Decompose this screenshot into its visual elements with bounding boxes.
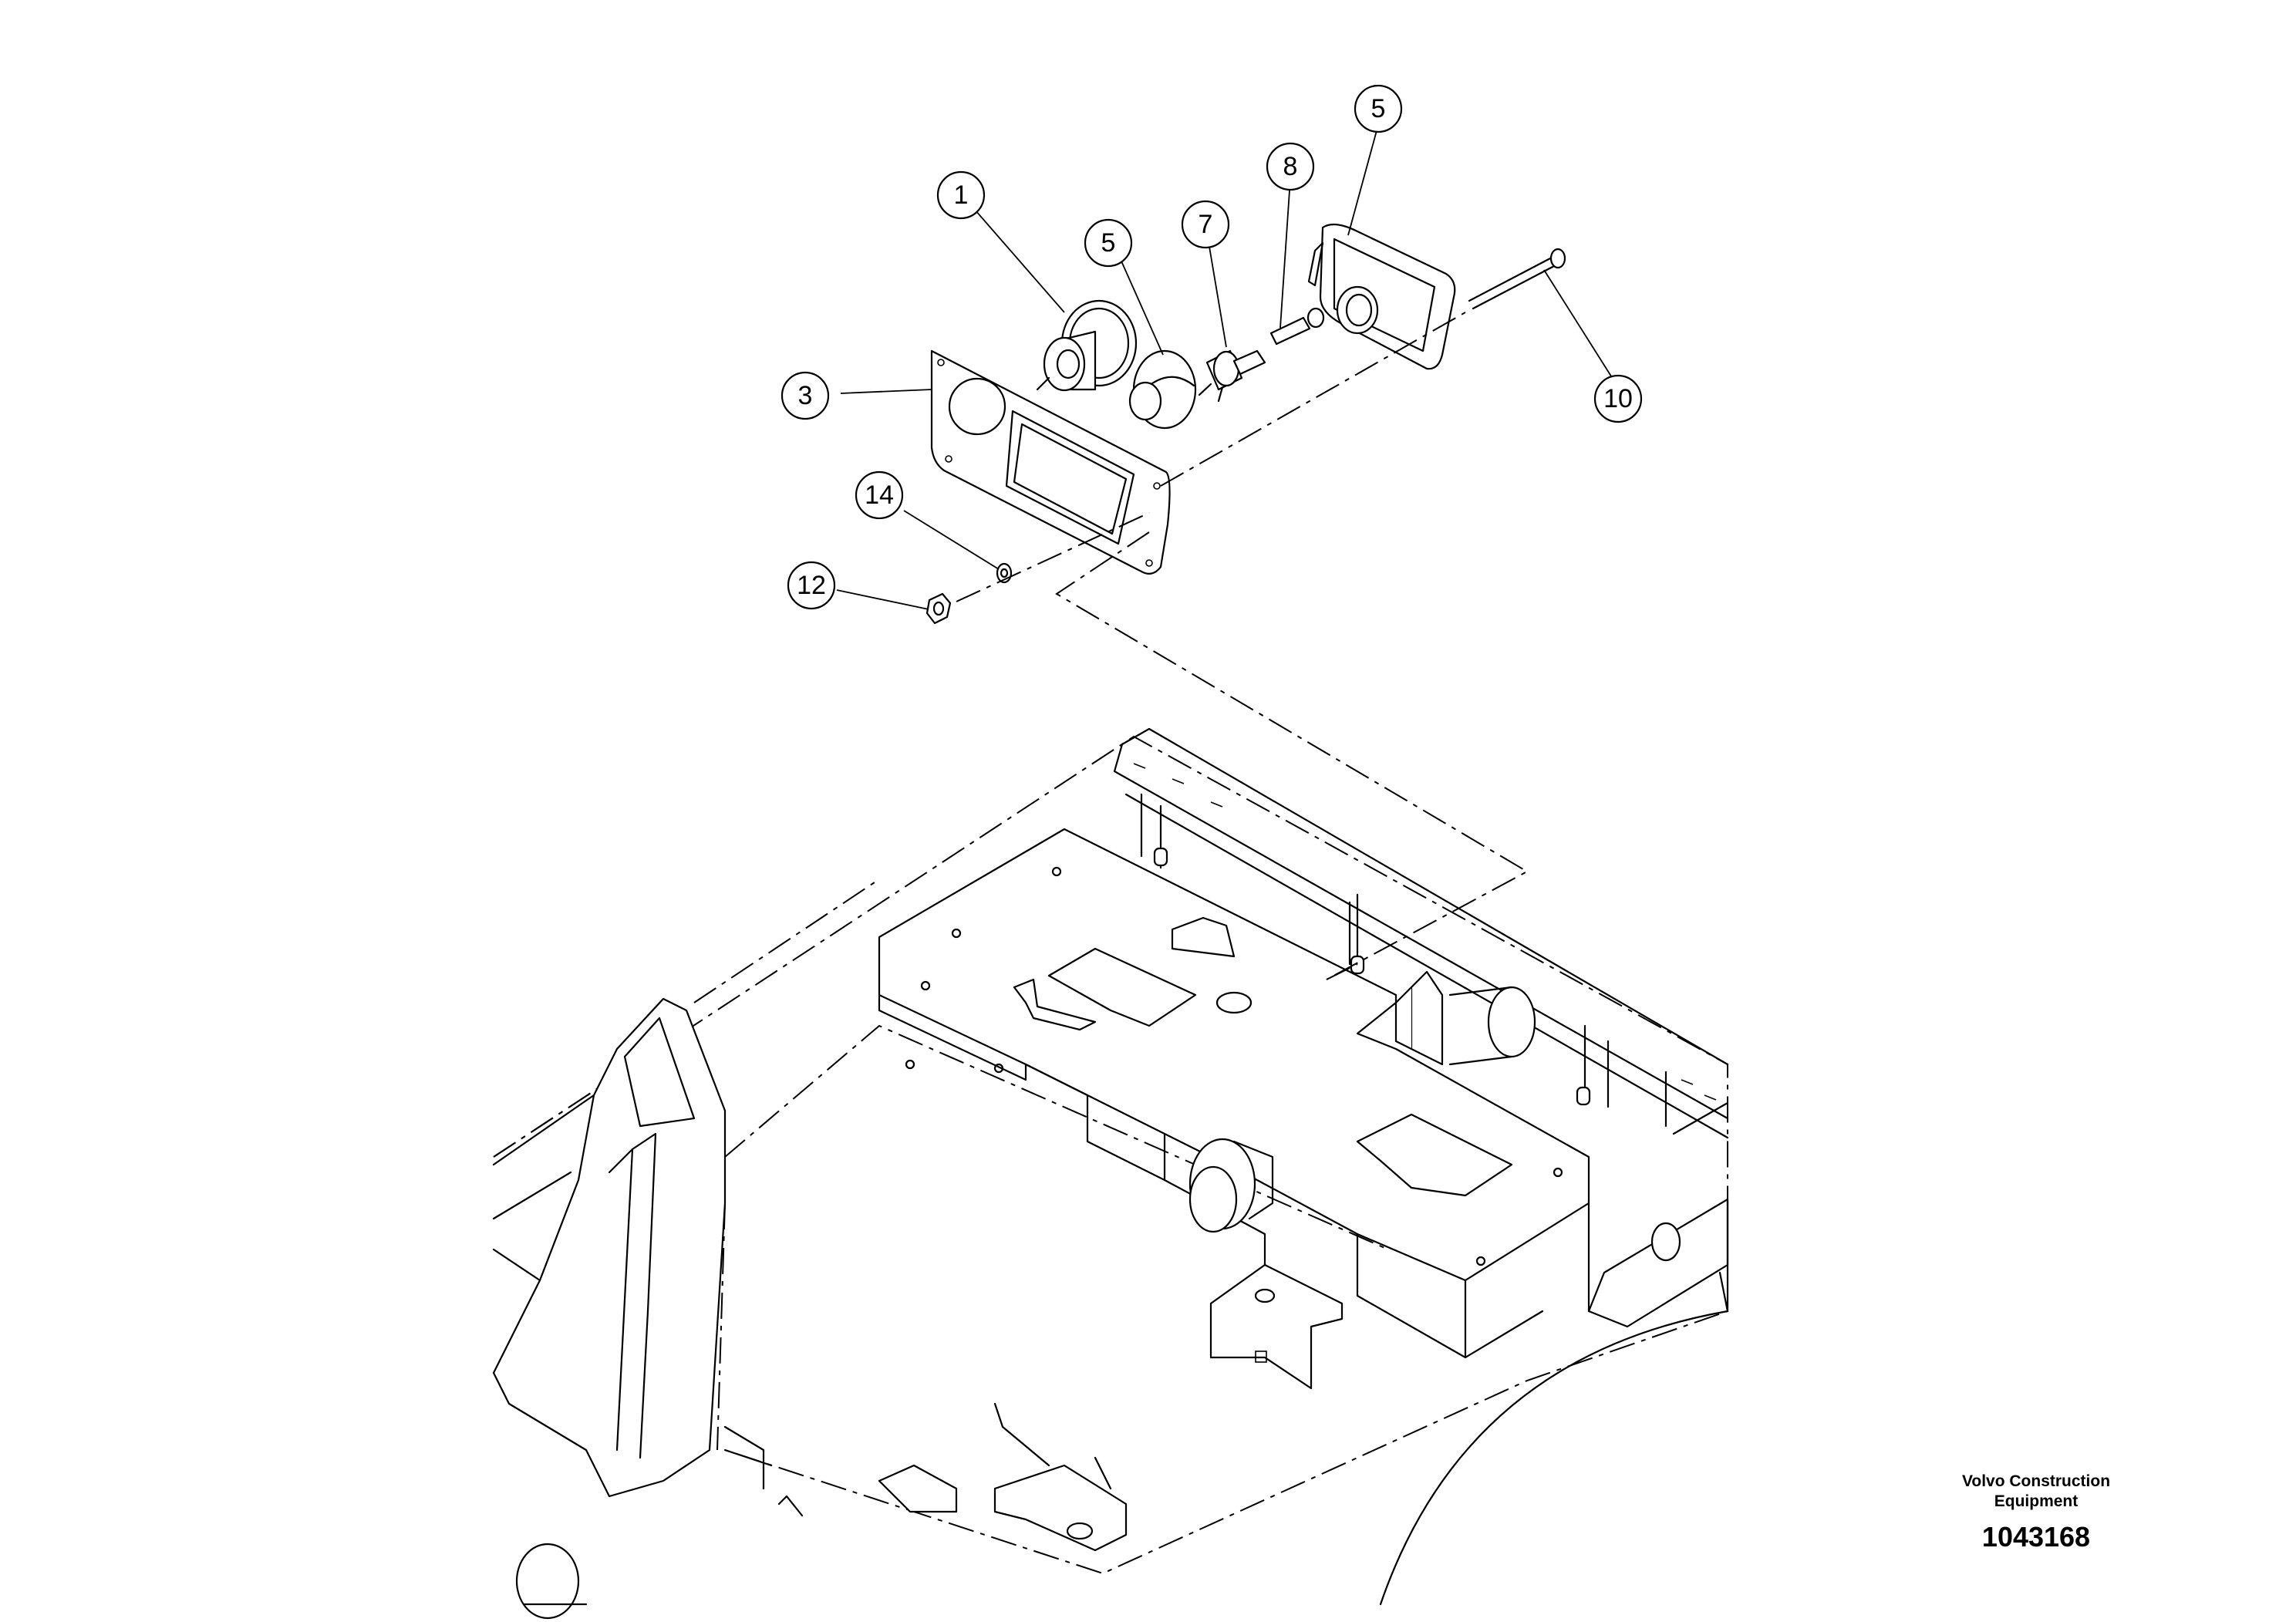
- callout-1: 1: [936, 170, 986, 220]
- callout-8: 8: [1266, 142, 1315, 191]
- leader-lines: [836, 124, 1619, 610]
- callout-label-7: 7: [1199, 210, 1213, 239]
- lamp-bezel: [1319, 223, 1456, 370]
- connector-pin: [1269, 316, 1311, 346]
- callout-label-14: 14: [865, 481, 894, 510]
- drawing-footer: Volvo Construction Equipment 1043168: [1913, 1472, 2159, 1553]
- callout-label-12: 12: [797, 571, 826, 600]
- callout-14: 14: [855, 470, 904, 520]
- bulb: [1198, 349, 1266, 403]
- nut: [925, 592, 952, 625]
- callout-7: 7: [1181, 200, 1230, 249]
- callout-12: 12: [787, 561, 836, 610]
- machine-frame: [492, 727, 1729, 1620]
- callout-10: 10: [1593, 374, 1643, 423]
- callout-label-3: 3: [798, 381, 813, 410]
- brand-line-2: Equipment: [1994, 1492, 2079, 1510]
- bolt: [1468, 257, 1556, 310]
- drawing-number: 1043168: [1981, 1521, 2091, 1553]
- callout-3: 3: [781, 371, 830, 420]
- callout-label-5-grommet: 5: [1101, 228, 1116, 258]
- callout-label-8: 8: [1283, 152, 1298, 181]
- callout-label-1: 1: [954, 180, 969, 210]
- mounting-gasket-plate: [930, 349, 1171, 575]
- callout-label-10: 10: [1603, 384, 1633, 413]
- callout-5-bezel: 5: [1354, 84, 1403, 133]
- callout-5-grommet: 5: [1084, 218, 1133, 268]
- callout-label-5-bezel: 5: [1371, 94, 1386, 123]
- brand-line-1: Volvo Construction: [1961, 1472, 2111, 1490]
- lamp-assembly: [925, 223, 1566, 980]
